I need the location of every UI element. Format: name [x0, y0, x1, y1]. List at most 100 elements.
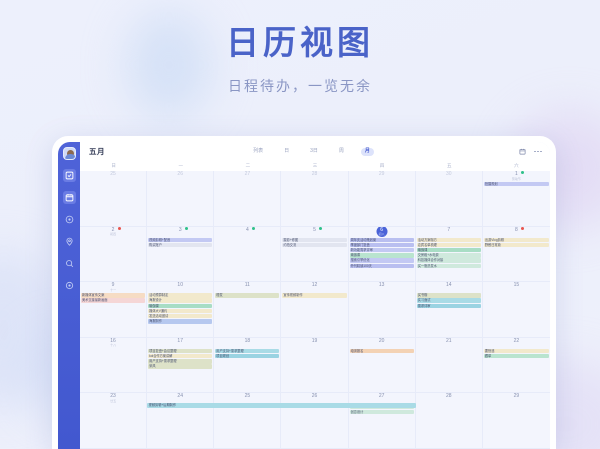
calendar-event[interactable]: 视频剪辑+配音 [148, 237, 213, 242]
calendar-event[interactable]: 购买账户 [148, 242, 213, 248]
calendar-event[interactable]: 周年庆活动策划案 [349, 237, 414, 242]
calendar-event[interactable]: 瑜伽课 [416, 247, 481, 253]
calendar-event[interactable]: 项目复盘+会议整理 [148, 348, 213, 354]
avatar[interactable] [62, 147, 76, 160]
calendar-event[interactable]: 瑜伽课 [349, 253, 414, 258]
calendar-day-cell[interactable]: 5 摄影+修图约拍交流 [281, 226, 349, 283]
calendar-event[interactable]: kol合作方案讲解 [148, 353, 213, 359]
calendar-event[interactable]: 科技媒体合作对接 [416, 258, 481, 263]
calendar-event[interactable]: 媒体大V通约 [148, 308, 213, 314]
tablet-mockup: 五月 列表 日 3日 周 月 [52, 136, 556, 449]
calendar-day-cell[interactable]: 26 [147, 171, 215, 227]
sidebar-item-location[interactable] [63, 235, 76, 248]
day-events: 活动预算制定海报设计瑜伽课媒体大V通约发送活动邀请海报制作 [147, 292, 213, 324]
calendar-event[interactable]: 野餐日常篇 [483, 242, 549, 248]
calendar-day-cell[interactable]: 27外刊精读100天创意设计 [348, 393, 416, 449]
calendar-event[interactable]: 用户支持+需求整理 [148, 359, 213, 364]
sidebar-item-focus[interactable] [63, 213, 76, 226]
calendar-event[interactable]: 交房租+水电费 [416, 253, 481, 258]
view-tabs: 列表 日 3日 周 月 [105, 147, 518, 156]
calendar-event[interactable]: 搜索引擎优化 [349, 258, 414, 263]
calendar-event[interactable]: 理发 [215, 293, 280, 298]
tab-list[interactable]: 列表 [253, 148, 264, 154]
calendar-event[interactable]: 活动预算制定 [148, 293, 213, 298]
calendar-event[interactable]: 出游Vlog剪辑 [483, 237, 549, 242]
calendar-day-cell[interactable]: 24 [147, 393, 215, 449]
calendar-day-cell[interactable]: 28 [281, 171, 349, 227]
sidebar-item-calendar[interactable] [62, 191, 76, 204]
calendar-day-cell[interactable]: 29 [482, 393, 550, 449]
calendar-event[interactable]: 约拍交流 [282, 242, 347, 248]
calendar-day-cell[interactable]: 21 [415, 337, 483, 394]
calendar-day-cell[interactable]: 25 [80, 171, 148, 227]
day-events: 摄影+修图约拍交流 [281, 237, 347, 248]
calendar-event[interactable]: 外刊精读100天 [349, 263, 414, 268]
calendar-event[interactable]: 宣传视频制作 [282, 293, 347, 298]
calendar-event[interactable]: 新功能需求评审 [349, 247, 414, 253]
calendar-day-cell[interactable]: 25 [214, 393, 282, 449]
day-events [483, 292, 550, 293]
calendar-day-cell[interactable]: 13 [348, 282, 416, 338]
calendar-event[interactable]: 项目规划 [215, 353, 280, 359]
calendar-event[interactable]: 需求评审 [416, 303, 481, 308]
calendar-event[interactable]: 创意设计 [349, 409, 414, 414]
calendar-day-cell[interactable]: 28 [415, 393, 483, 449]
calendar-event[interactable]: 活动方案咖方 [416, 237, 481, 242]
calendar-today-icon[interactable] [518, 148, 526, 156]
calendar-event[interactable]: 买一瓶洗发水 [416, 263, 481, 268]
sidebar-item-settings[interactable] [63, 279, 76, 292]
event-marker [521, 171, 525, 174]
calendar-event[interactable]: 海报制作 [148, 319, 213, 324]
calendar-event[interactable]: 海报设计 [148, 298, 213, 303]
calendar-event[interactable]: 摄影+修图 [282, 237, 347, 242]
calendar-event[interactable]: 培训报名 [349, 348, 414, 354]
sidebar-item-search[interactable] [63, 257, 76, 270]
calendar-event[interactable]: 美术交接最新画面 [81, 298, 146, 303]
day-number: 5 [313, 226, 316, 233]
tab-week[interactable]: 周 [338, 148, 344, 154]
calendar-day-cell[interactable]: 19 [281, 337, 349, 394]
calendar-event[interactable]: 采风 [148, 364, 213, 369]
tab-three-day[interactable]: 3日 [310, 148, 318, 154]
calendar-day-cell[interactable]: 15 [482, 282, 550, 338]
sidebar-item-tasks[interactable] [62, 169, 76, 182]
more-dots-icon[interactable] [534, 148, 542, 156]
calendar-event[interactable]: 瑜伽课 [148, 303, 213, 308]
calendar-day-cell[interactable]: 4 [214, 226, 282, 283]
multi-day-event[interactable]: 视频剪辑+后期制作 [147, 403, 416, 408]
calendar-day-cell[interactable]: 30 [415, 171, 483, 227]
calendar-event[interactable]: 买书橱 [416, 293, 481, 298]
calendar-event[interactable]: 实习面试 [416, 298, 481, 303]
calendar-event[interactable]: 嘉宾名单梳理 [416, 242, 481, 248]
tab-day[interactable]: 日 [284, 148, 290, 154]
day-number: 30 [445, 171, 452, 177]
calendar-event[interactable]: 要快递 [483, 348, 549, 354]
tab-month[interactable]: 月 [360, 147, 374, 156]
calendar-event[interactable]: 发送活动邀请 [148, 313, 213, 319]
calendar-event[interactable]: 用户支持+需求整理 [215, 348, 280, 354]
calendar-event[interactable]: 跟单 [483, 353, 549, 359]
calendar-event[interactable]: 新媒体宣传文案 [81, 293, 146, 298]
calendar-day-cell[interactable]: 27 [214, 171, 282, 227]
calendar-event[interactable]: 拍摄规划 [483, 182, 549, 187]
calendar-day-cell[interactable]: 26 [281, 393, 349, 449]
calendar-event[interactable]: 季度部门复盘 [349, 242, 414, 248]
calendar-day-cell[interactable]: 29 [348, 171, 416, 227]
